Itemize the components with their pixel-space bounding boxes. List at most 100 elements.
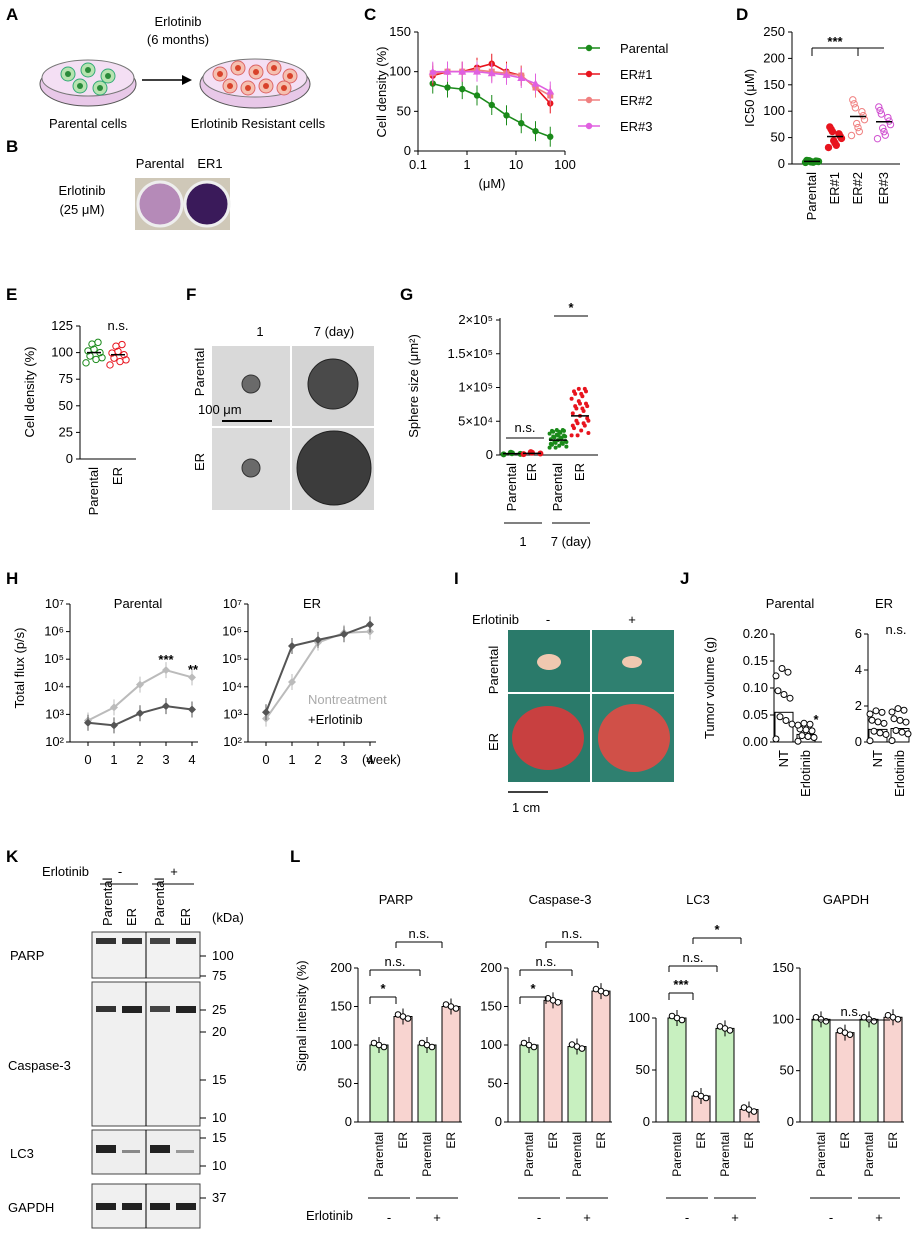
g-point bbox=[579, 428, 584, 433]
well-photo bbox=[135, 178, 231, 230]
d-ytick: 250 bbox=[763, 24, 785, 39]
l-bar bbox=[591, 990, 611, 1123]
chart-c-ylabel: Cell density (%) bbox=[374, 46, 389, 137]
chart-c-xlabel: (μM) bbox=[479, 176, 506, 191]
h-ytick: 10⁴ bbox=[44, 679, 64, 694]
l-ytick: 150 bbox=[330, 999, 352, 1014]
h-ytick: 10³ bbox=[45, 706, 64, 721]
panel-i-row1: Parental bbox=[486, 646, 501, 695]
panel-i-row2: ER bbox=[486, 733, 501, 751]
sig-l3b: n.s. bbox=[683, 950, 704, 965]
h-point bbox=[136, 709, 144, 718]
k-marker-15b: 15 bbox=[212, 1130, 226, 1145]
d-ytick: 50 bbox=[771, 130, 785, 145]
h-ytick: 10⁷ bbox=[45, 596, 64, 611]
l-ytick: 100 bbox=[772, 1011, 794, 1026]
panel-i-drug: Erlotinib bbox=[472, 612, 519, 627]
c-legend-label: Parental bbox=[620, 41, 669, 56]
l-category: Parental bbox=[522, 1132, 536, 1177]
j-ytick: 0.05 bbox=[743, 707, 768, 722]
sig-g1: n.s. bbox=[515, 420, 536, 435]
j-point bbox=[870, 727, 878, 735]
sig-l1b: n.s. bbox=[385, 954, 406, 969]
e-ytick: 75 bbox=[59, 371, 73, 386]
d-point bbox=[854, 123, 862, 132]
l-point bbox=[428, 1043, 436, 1051]
c-point bbox=[458, 67, 467, 75]
d-point bbox=[879, 124, 887, 132]
l-point bbox=[726, 1027, 734, 1034]
c-point bbox=[459, 85, 466, 93]
g-point bbox=[569, 433, 574, 438]
h-point bbox=[366, 620, 374, 629]
sig-l2b: n.s. bbox=[536, 954, 557, 969]
l-ytick: 0 bbox=[787, 1114, 794, 1129]
g-point bbox=[570, 423, 575, 428]
g-point bbox=[557, 443, 562, 448]
j-point bbox=[804, 733, 812, 741]
chart-h1-title: Parental bbox=[114, 596, 163, 611]
l-point bbox=[894, 1015, 902, 1023]
d-point bbox=[859, 111, 867, 120]
h-xtick: 0 bbox=[84, 752, 91, 767]
c-point bbox=[547, 133, 554, 140]
dish-parental bbox=[39, 59, 137, 107]
g-point bbox=[586, 430, 591, 435]
k-marker-10b: 10 bbox=[212, 1158, 226, 1173]
j-point bbox=[778, 664, 786, 672]
chart-l3-title: LC3 bbox=[686, 892, 710, 907]
c-point bbox=[502, 70, 511, 78]
g-point bbox=[569, 396, 574, 401]
d-category: ER#2 bbox=[850, 172, 865, 205]
e-ytick: 125 bbox=[51, 318, 73, 333]
j-category: Erlotinib bbox=[798, 750, 813, 797]
c-ytick: 0 bbox=[404, 143, 411, 158]
chart-l4-title: GAPDH bbox=[823, 892, 869, 907]
e-point bbox=[92, 355, 100, 364]
h-xtick: 2 bbox=[314, 752, 321, 767]
c-point bbox=[443, 67, 452, 75]
h-ytick: 10³ bbox=[223, 706, 242, 721]
d-point bbox=[853, 119, 861, 128]
l-bar bbox=[393, 1016, 413, 1123]
d-point bbox=[880, 127, 888, 136]
j-point bbox=[788, 720, 796, 728]
g-category: ER bbox=[572, 463, 587, 481]
g-point bbox=[554, 432, 559, 437]
panel-k-drug: Erlotinib bbox=[42, 864, 89, 879]
panel-label-c: C bbox=[364, 5, 376, 24]
d-point bbox=[847, 131, 856, 140]
panel-b-col1: Parental bbox=[136, 156, 185, 171]
g-point bbox=[574, 418, 579, 423]
h-xtick: 1 bbox=[288, 752, 295, 767]
g-point bbox=[557, 429, 562, 434]
g-point bbox=[579, 391, 584, 396]
g-point bbox=[560, 427, 565, 432]
l-point bbox=[380, 1043, 388, 1051]
sig-l1a: * bbox=[380, 981, 386, 996]
l-category: ER bbox=[694, 1132, 708, 1149]
h-point bbox=[340, 630, 348, 639]
l-category: ER bbox=[742, 1132, 756, 1149]
l-ytick: 200 bbox=[480, 960, 502, 975]
panel-label-d: D bbox=[736, 5, 748, 24]
l-minus: - bbox=[829, 1210, 833, 1225]
panel-f-row1: Parental bbox=[192, 348, 207, 397]
g-point bbox=[564, 444, 569, 449]
g-ytick: 1.5×10⁵ bbox=[447, 346, 493, 361]
l-ytick: 150 bbox=[772, 960, 794, 975]
j-point bbox=[794, 737, 802, 745]
h-ytick: 10² bbox=[45, 734, 64, 749]
k-marker-20: 20 bbox=[212, 1024, 226, 1039]
g-point bbox=[575, 433, 580, 438]
l-point bbox=[702, 1094, 710, 1102]
e-point bbox=[84, 347, 92, 355]
l-point bbox=[578, 1045, 586, 1052]
j-ytick: 2 bbox=[855, 698, 862, 713]
g-point bbox=[527, 449, 534, 456]
j-category: NT bbox=[870, 750, 885, 767]
l-point bbox=[452, 1005, 460, 1012]
h-ytick: 10⁵ bbox=[44, 651, 64, 666]
h-point bbox=[84, 718, 92, 727]
